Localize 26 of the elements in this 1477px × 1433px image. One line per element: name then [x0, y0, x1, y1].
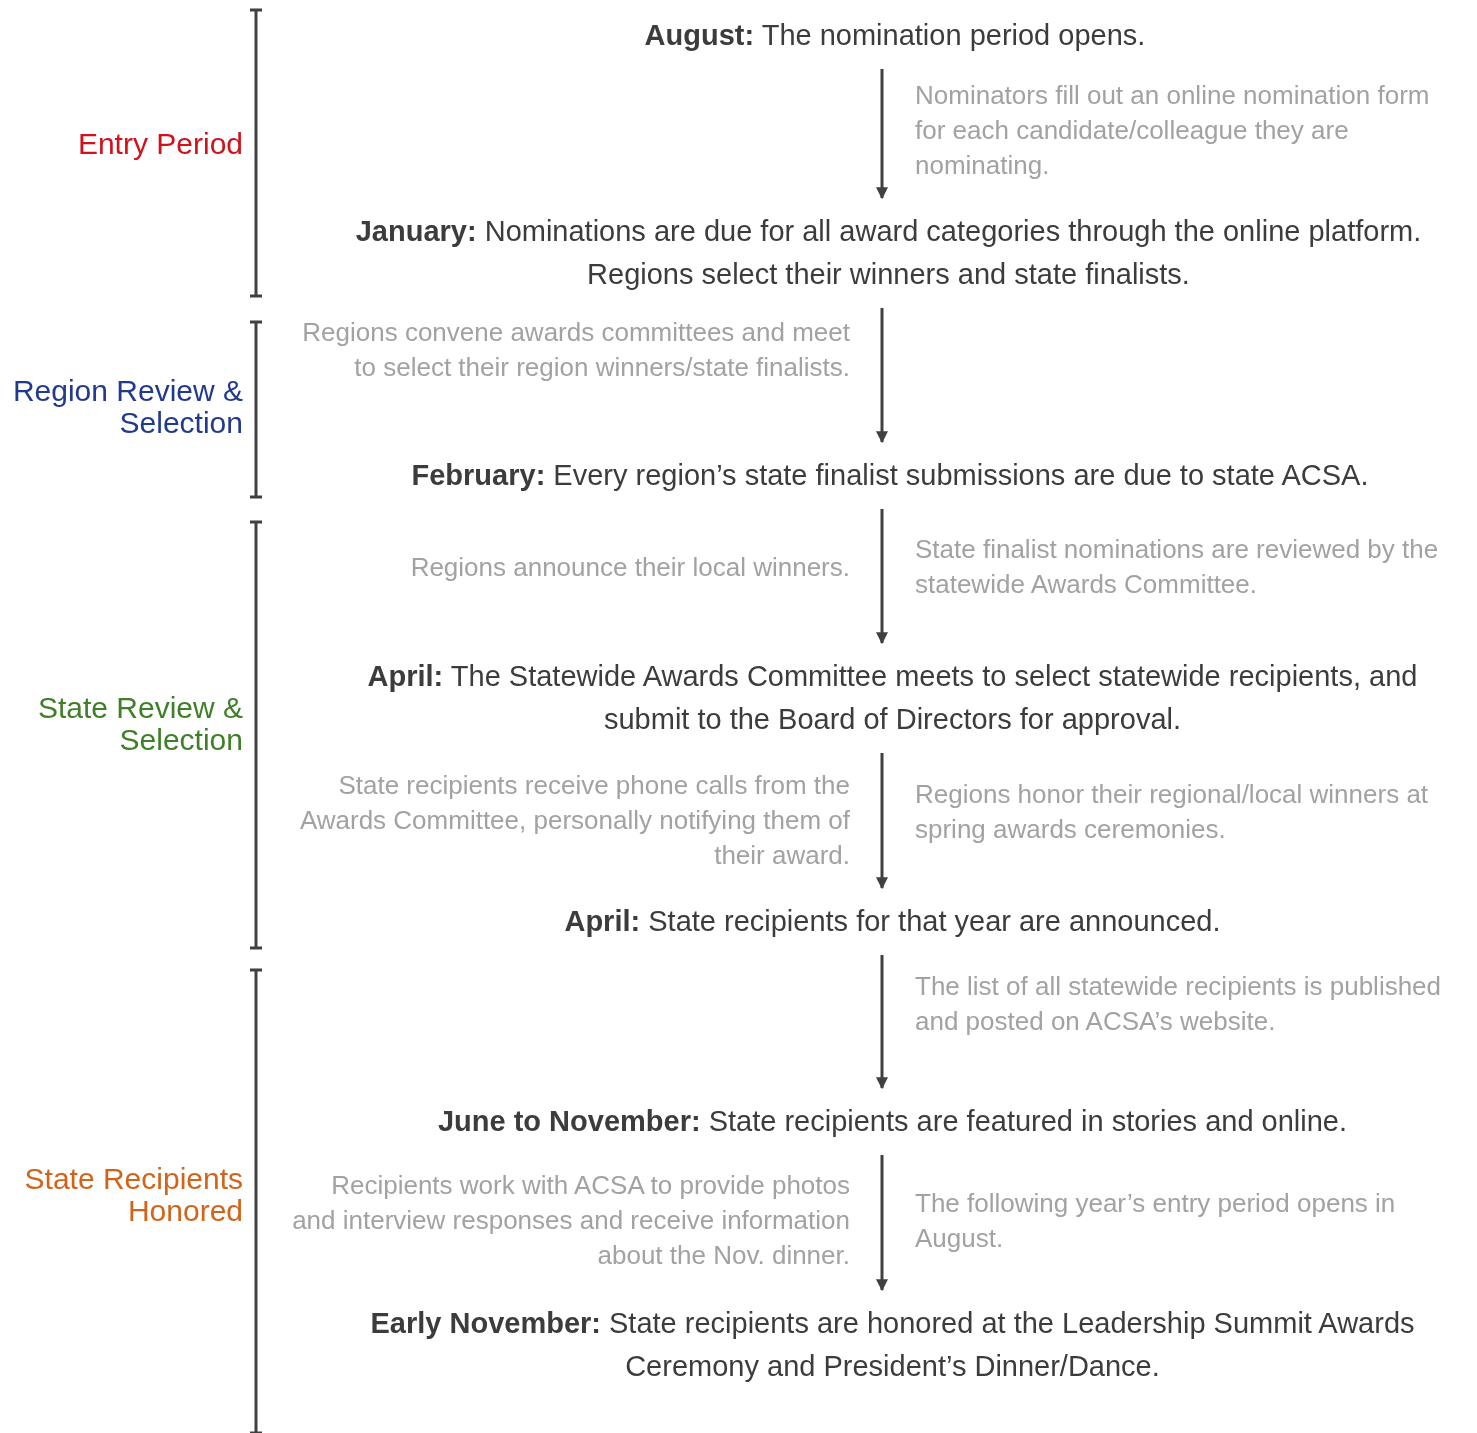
- arrow: [876, 955, 888, 1090]
- note-text: Recipients work with ACSA to provide photos and interview responses and receive information about the Nov. dinner.: [291, 1169, 850, 1272]
- milestone-text: April: State recipients for that year are announced.: [563, 904, 1222, 939]
- arrow: [876, 308, 888, 444]
- note-text: State recipients receive phone calls from the Awards Committee, personally notifying them of their award.: [298, 769, 850, 872]
- milestone-text: August: The nomination period opens.: [643, 18, 1147, 53]
- note-text: Regions convene awards committees and meet to select their region winners/state finalists.: [301, 316, 850, 384]
- note-text: Regions honor their regional/local winners at spring awards ceremonies.: [915, 778, 1430, 846]
- milestone-text: April: The Statewide Awards Committee meets to select statewide recipients, and submit to the Board of Directors for approval.: [366, 659, 1419, 737]
- note-text: Regions announce their local winners.: [409, 551, 850, 584]
- arrow: [876, 753, 888, 890]
- note-text: The list of all statewide recipients is published and posted on ACSA’s website.: [915, 970, 1443, 1038]
- arrow: [876, 1155, 888, 1292]
- arrow: [876, 69, 888, 200]
- phase-label: Region Review & Selection: [11, 375, 243, 439]
- note-text: Nominators fill out an online nomination form for each candidate/colleague they are nominating.: [915, 79, 1431, 182]
- note-text: State finalist nominations are reviewed by the statewide Awards Committee.: [915, 533, 1440, 601]
- milestone-text: February: Every region’s state finalist submissions are due to state ACSA.: [410, 458, 1370, 493]
- milestone-text: January: Nominations are due for all award categories through the online platform. Regions select their winners and state finalists.: [354, 214, 1423, 292]
- phase-label: State Recipients Honored: [23, 1163, 243, 1227]
- phase-label: State Review & Selection: [36, 692, 243, 756]
- phase-label: Entry Period: [76, 128, 243, 160]
- note-text: The following year’s entry period opens in August.: [915, 1187, 1397, 1255]
- milestone-text: June to November: State recipients are featured in stories and online.: [436, 1104, 1349, 1139]
- arrow: [876, 509, 888, 645]
- milestone-text: Early November: State recipients are honored at the Leadership Summit Awards Ceremony and President’s Dinner/Dance.: [369, 1306, 1416, 1384]
